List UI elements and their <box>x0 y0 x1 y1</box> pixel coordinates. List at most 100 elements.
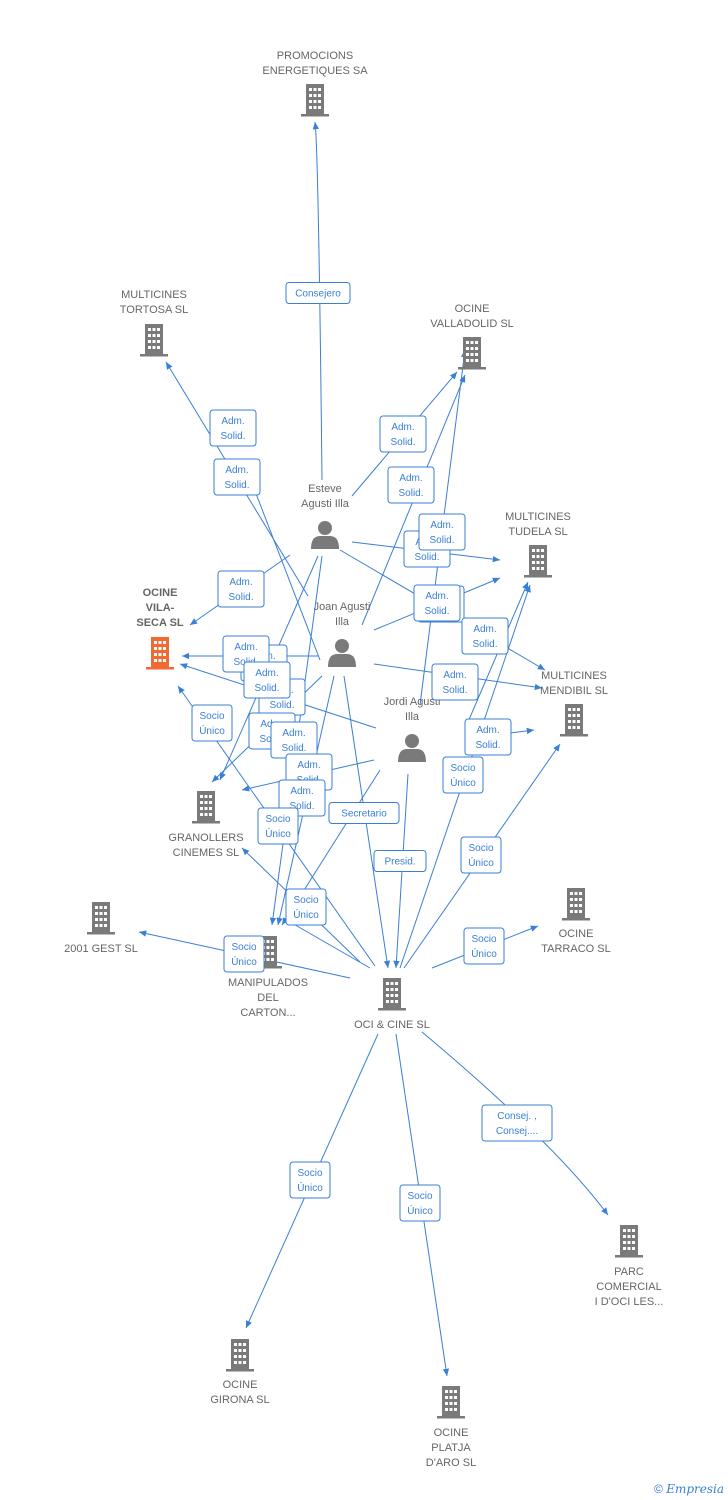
edge-label-text: Adm. <box>221 416 244 427</box>
edge-label-text: Único <box>231 955 257 968</box>
edge-label-text: Socio <box>297 1168 322 1179</box>
edges-layer <box>138 121 609 1377</box>
edge-label[interactable]: Adm.Solid. <box>461 617 509 655</box>
node-label: I D'OCI LES... <box>595 1296 664 1308</box>
edge-label-text: Solid. <box>269 700 294 711</box>
edge-label-text: Socio <box>407 1191 432 1202</box>
edge-label-text: Solid. <box>289 801 314 812</box>
edge-label[interactable]: Presid. <box>373 850 427 872</box>
edge-label[interactable]: Adm.Solid. <box>217 570 265 608</box>
edge-label[interactable]: Adm.Solid. <box>243 661 291 699</box>
edge-label[interactable]: Adm.Solid. <box>270 721 318 759</box>
person-icon[interactable] <box>328 639 356 667</box>
person-icon[interactable] <box>398 734 426 762</box>
edge-label-box <box>399 1184 441 1222</box>
edge-label[interactable]: Secretario <box>328 802 400 824</box>
node-label: CARTON... <box>240 1007 295 1019</box>
edge-label[interactable]: Consejero <box>285 282 351 304</box>
building-icon[interactable] <box>146 637 174 670</box>
edge-label[interactable]: Adm.Solid. <box>209 409 257 447</box>
edge-label-text: Único <box>407 1204 433 1217</box>
edge-label-text: Adm. <box>391 422 414 433</box>
edge-label[interactable]: Adm.Solid. <box>413 584 461 622</box>
edge-label[interactable]: Adm.Solid. <box>418 513 466 551</box>
node-manipulados[interactable]: MANIPULADOSDELCARTON... <box>228 936 308 1019</box>
edge-label-text: Adm. <box>476 725 499 736</box>
edge-label-text: Solid. <box>390 437 415 448</box>
building-icon[interactable] <box>437 1386 465 1419</box>
edge-label-text: Solid. <box>398 488 423 499</box>
edge-label[interactable]: Adm. Solid. <box>379 415 427 453</box>
node-label: TARRACO SL <box>541 943 610 955</box>
building-icon[interactable] <box>560 704 588 737</box>
building-icon[interactable] <box>458 337 486 370</box>
building-icon[interactable] <box>192 791 220 824</box>
building-icon[interactable] <box>226 1339 254 1372</box>
node-label: TUDELA SL <box>508 526 567 538</box>
building-icon[interactable] <box>301 84 329 117</box>
edge-label-text: Solid. <box>429 535 454 546</box>
node-gest2001[interactable]: 2001 GEST SL <box>64 902 138 955</box>
node-label: Esteve <box>308 483 342 495</box>
building-icon[interactable] <box>87 902 115 935</box>
building-icon[interactable] <box>615 1225 643 1258</box>
edge-joan-to-tortosa <box>249 477 321 661</box>
edge-label[interactable]: Adm.Solid. <box>213 458 261 496</box>
edge-label-box <box>461 617 509 655</box>
node-label: OCINE <box>223 1379 258 1391</box>
edge-label[interactable]: Consej. ,Consej.... <box>481 1104 553 1142</box>
building-icon[interactable] <box>562 888 590 921</box>
edge-label-text: Adm. <box>297 760 320 771</box>
edge-label[interactable]: Adm.Solid. <box>387 466 435 504</box>
person-icon[interactable] <box>311 521 339 549</box>
brand-logo[interactable]: Empresia <box>666 1482 724 1496</box>
edge-label-box <box>285 888 327 926</box>
edge-label[interactable]: Adm.Solid. <box>464 718 512 756</box>
edge-label[interactable]: Adm.Solid. <box>431 663 479 701</box>
edge-label-box <box>289 1161 331 1199</box>
node-ocicine[interactable]: OCI & CINE SL <box>354 978 430 1031</box>
node-label: Agusti Illa <box>301 498 350 510</box>
building-icon[interactable] <box>524 545 552 578</box>
edge-label-box <box>223 935 265 973</box>
node-label: VILA- <box>146 602 175 614</box>
edge-label-box <box>257 807 299 845</box>
edge-label-text: Solid. <box>472 639 497 650</box>
edge-label[interactable]: Adm.Solid. <box>278 779 326 817</box>
edge-label-text: Único <box>297 1181 323 1194</box>
edge-label-text: Consejero <box>295 289 341 300</box>
node-label: PLATJA <box>431 1442 471 1454</box>
node-label: OCINE <box>143 587 178 599</box>
node-label: TORTOSA SL <box>120 304 188 316</box>
building-icon[interactable] <box>378 978 406 1011</box>
edge-label-box <box>481 1104 553 1142</box>
building-icon[interactable] <box>140 324 168 357</box>
edge-label-text: Adm. <box>443 670 466 681</box>
edge-label-box <box>442 756 484 794</box>
edge-label-text: Socio <box>468 843 493 854</box>
